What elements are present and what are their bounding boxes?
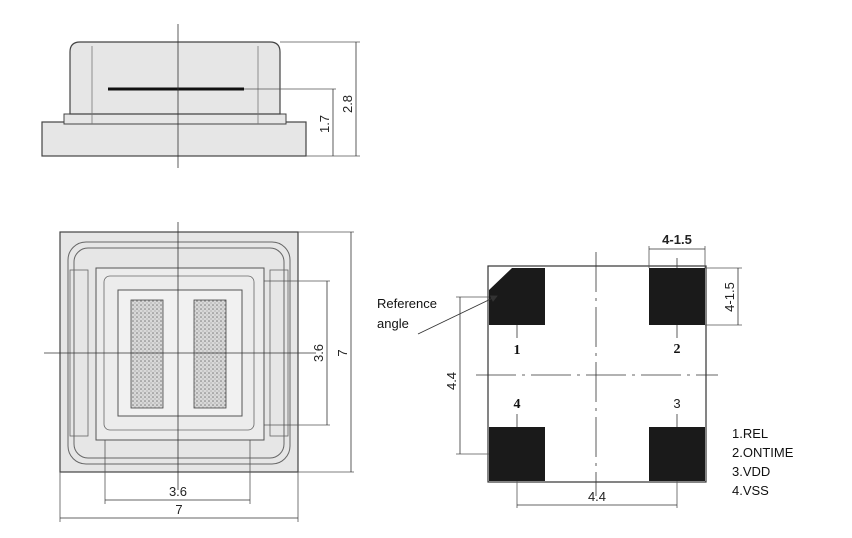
sensor-element-left xyxy=(130,299,164,409)
pad-label-3: 3 xyxy=(673,396,680,411)
dim-pad-height: 4-1.5 xyxy=(722,282,737,312)
top-view: 3.6 7 3.6 7 xyxy=(44,222,354,522)
pad-4 xyxy=(489,427,545,481)
dim-3-6-vertical: 3.6 xyxy=(311,344,326,362)
pad-label-1: 1 xyxy=(514,343,521,358)
dim-7-vertical: 7 xyxy=(335,349,350,356)
pin-legend: 1.REL 2.ONTIME 3.VDD 4.VSS xyxy=(732,426,794,498)
dim-pad-width: 4-1.5 xyxy=(662,232,692,247)
pad-label-4: 4 xyxy=(514,397,521,412)
dim-7-horizontal: 7 xyxy=(175,502,182,517)
dim-2-8: 2.8 xyxy=(340,95,355,113)
pin-legend-4: 4.VSS xyxy=(732,483,769,498)
pin-legend-3: 3.VDD xyxy=(732,464,770,479)
side-step xyxy=(63,113,287,125)
reference-label-line1: Reference xyxy=(377,296,437,311)
pin-legend-2: 2.ONTIME xyxy=(732,445,794,460)
pad-3 xyxy=(649,427,705,481)
dim-pitch-vertical: 4.4 xyxy=(444,372,459,390)
dim-3-6-horizontal: 3.6 xyxy=(169,484,187,499)
pad-1 xyxy=(489,268,545,325)
dim-1-7: 1.7 xyxy=(317,115,332,133)
side-cap xyxy=(69,41,281,115)
reference-label-line2: angle xyxy=(377,316,409,331)
dim-pitch-horizontal: 4.4 xyxy=(588,489,606,504)
side-view: 1.7 2.8 xyxy=(41,24,360,168)
side-base xyxy=(41,121,307,157)
pad-2 xyxy=(649,268,705,325)
pin-legend-1: 1.REL xyxy=(732,426,768,441)
sensor-element-right xyxy=(193,299,227,409)
pad-label-2: 2 xyxy=(674,342,681,357)
footprint-view: 1 2 3 4 4-1.5 4-1.5 4.4 4.4 Reference an… xyxy=(377,232,742,508)
footprint-outline xyxy=(487,265,707,483)
reference-leader xyxy=(417,295,498,335)
